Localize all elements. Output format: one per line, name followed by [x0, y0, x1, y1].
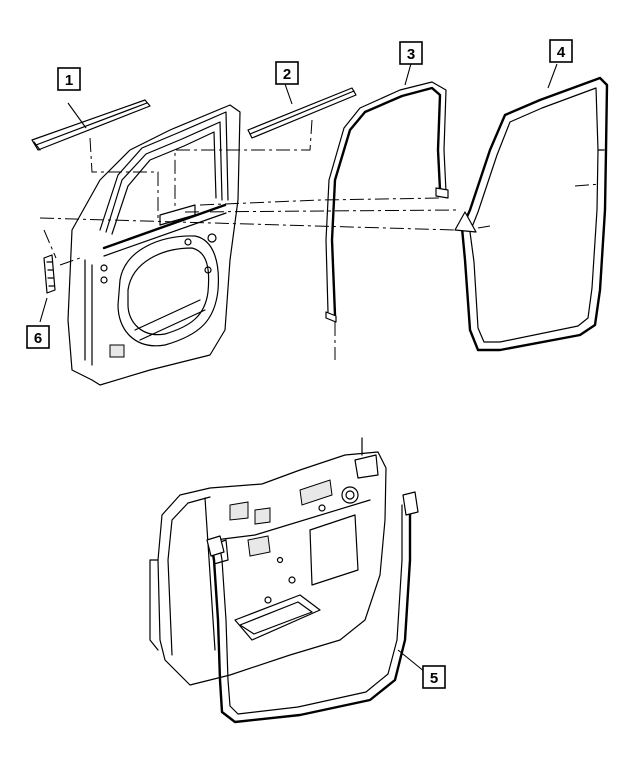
callout-5: 5 — [422, 665, 446, 689]
part-4-door-seal — [454, 76, 609, 352]
leader-1 — [67, 102, 87, 129]
callout-4: 4 — [549, 39, 573, 63]
callout-4-label: 4 — [557, 44, 566, 61]
callout-3-label: 3 — [407, 46, 415, 63]
rear-door-shell — [149, 437, 387, 686]
callout-6: 6 — [26, 325, 50, 349]
callout-2: 2 — [275, 61, 299, 85]
alignment-lines — [39, 119, 601, 360]
callout-5-label: 5 — [430, 670, 438, 687]
part-5-lower-seal — [206, 491, 419, 724]
callout-3: 3 — [399, 41, 423, 65]
callout-1-label: 1 — [65, 72, 73, 89]
callout-2-label: 2 — [283, 66, 291, 83]
leader-6 — [39, 297, 48, 323]
leader-5 — [397, 649, 426, 673]
part-3-glass-run-channel — [325, 81, 449, 323]
front-door-shell — [67, 104, 241, 386]
leader-4 — [547, 63, 558, 89]
leader-2 — [284, 83, 293, 105]
callout-6-label: 6 — [34, 330, 42, 347]
part-6-seal — [43, 254, 56, 294]
callout-1: 1 — [57, 67, 81, 91]
part-2-belt-weatherstrip — [247, 87, 357, 139]
part-1-belt-weatherstrip — [31, 99, 151, 151]
